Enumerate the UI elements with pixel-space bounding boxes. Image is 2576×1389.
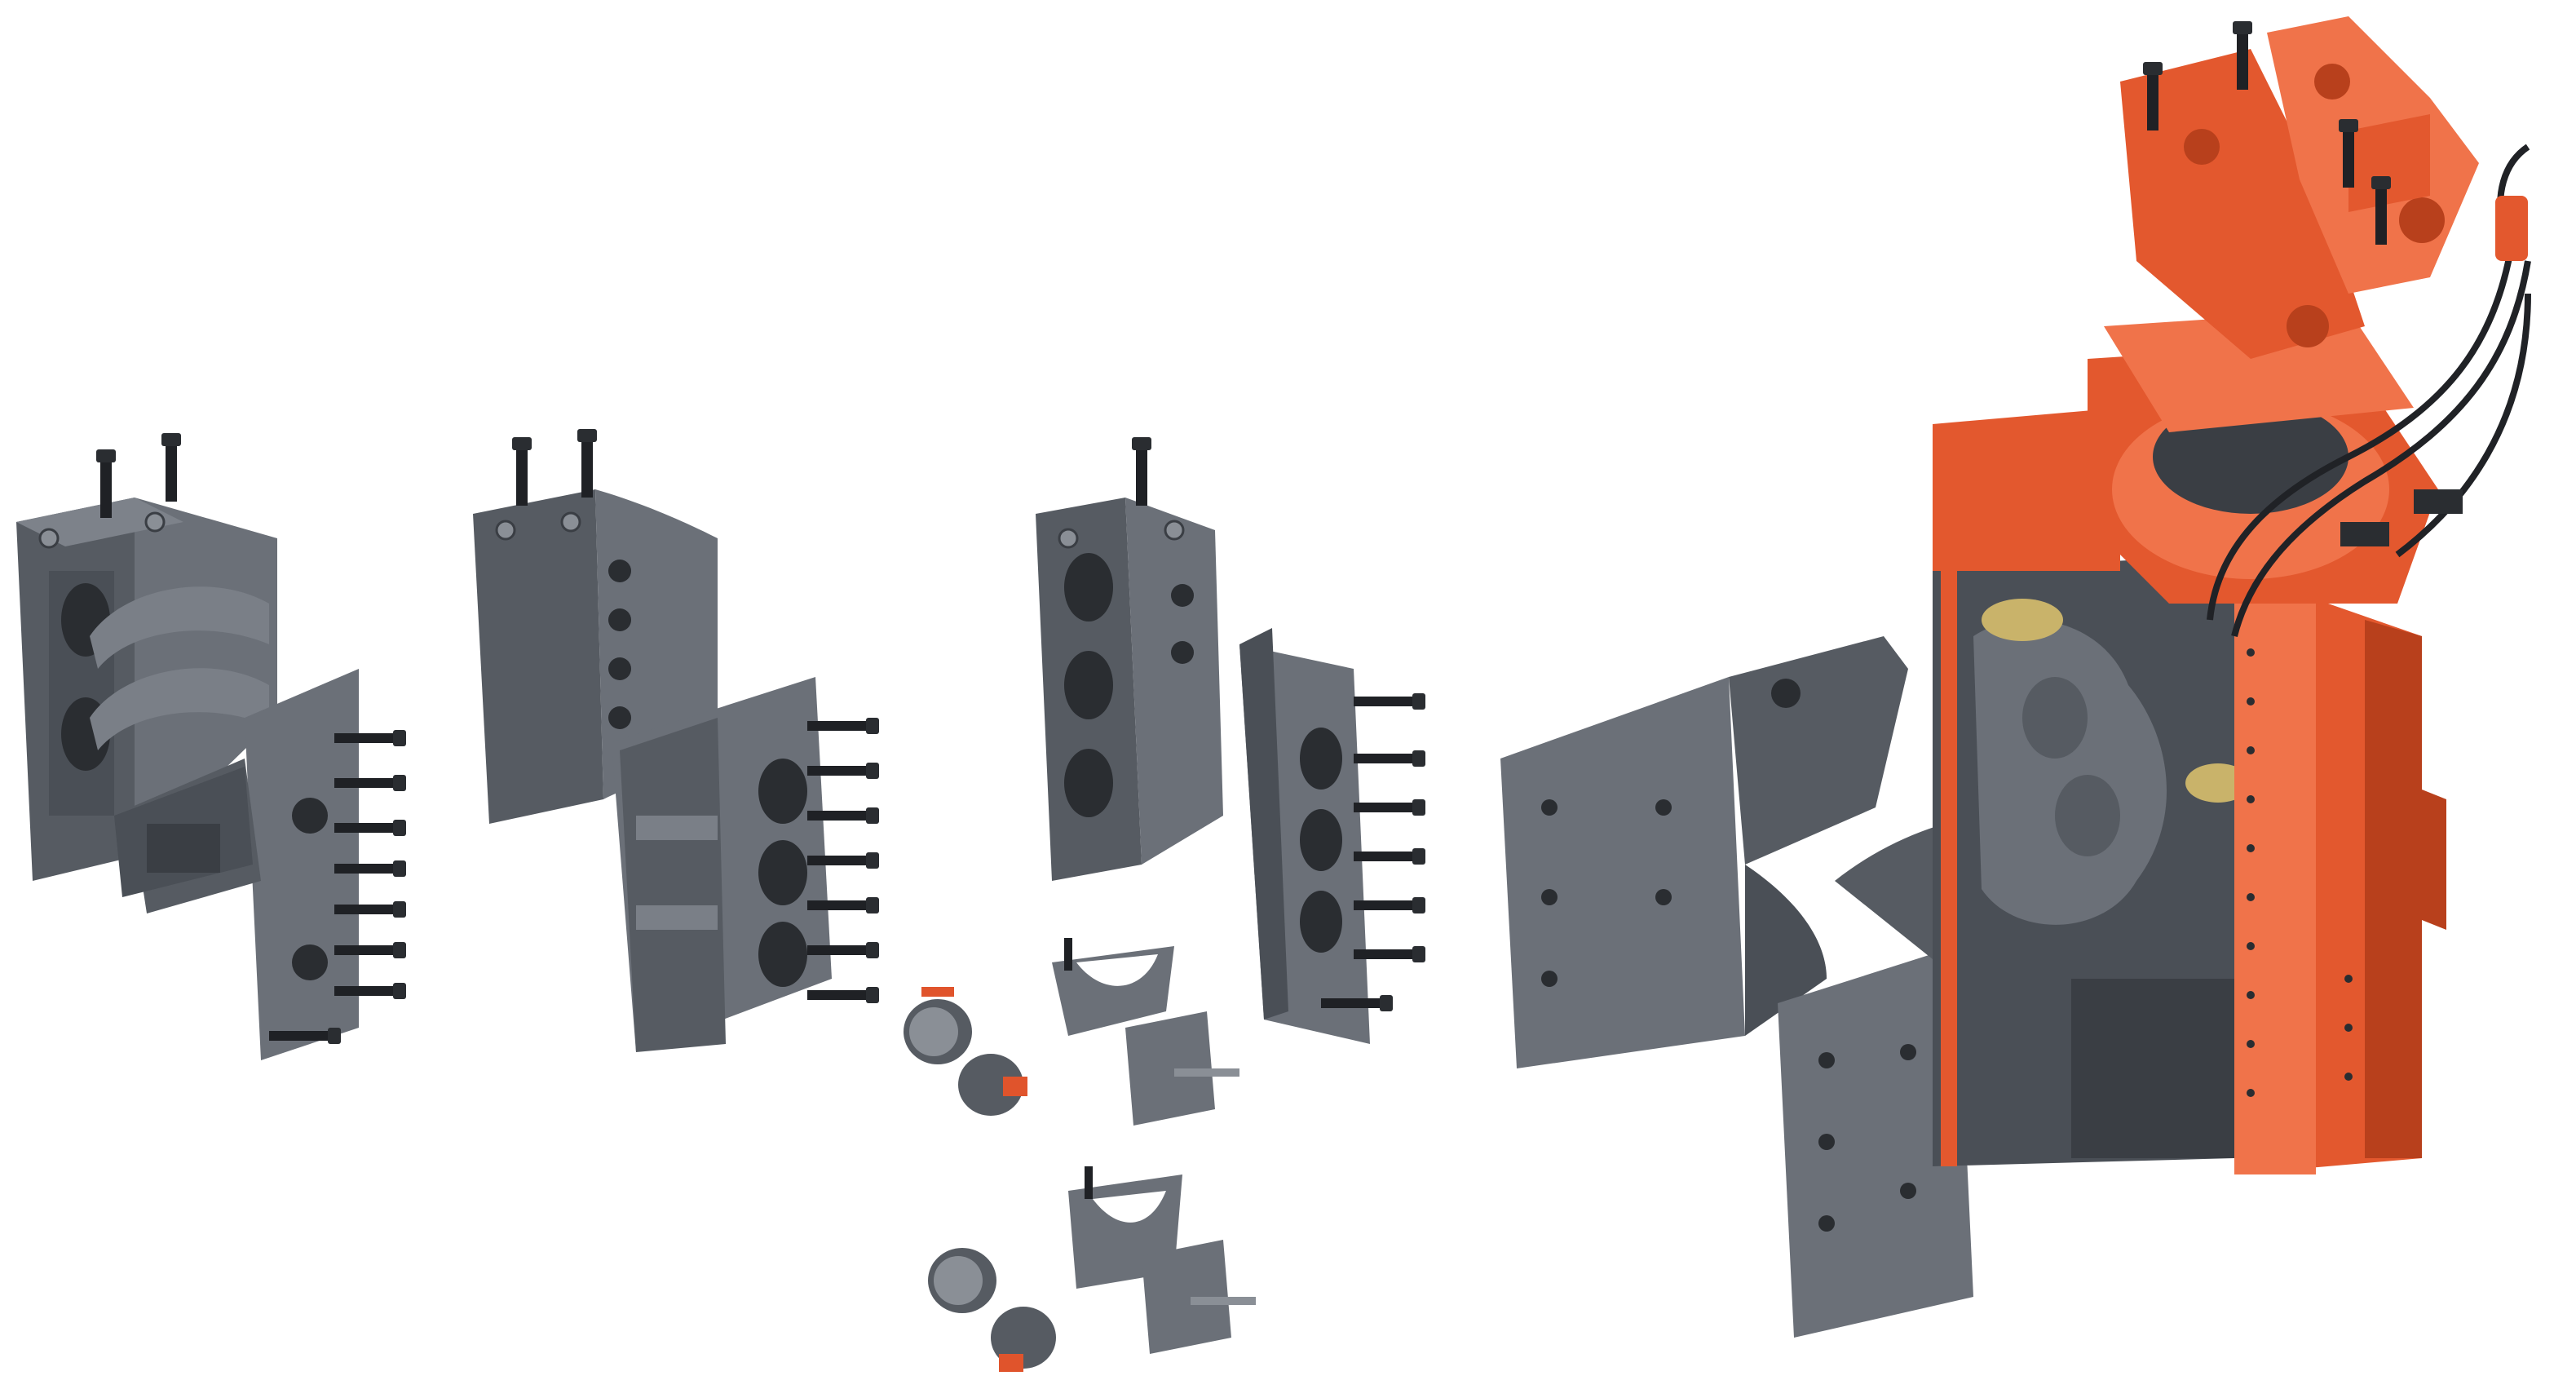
- clamp-1-rear-frame: [16, 433, 277, 881]
- jaw-holder-2: [1125, 1011, 1239, 1126]
- small-jaw-parts-upper: [904, 938, 1239, 1126]
- hose-fittings: [2340, 196, 2528, 546]
- orange-housing: [1933, 408, 2446, 1174]
- grip-pad-2: [958, 1054, 1027, 1116]
- clamp-1-front-plate: [114, 669, 406, 1060]
- small-jaw-parts-lower: [928, 1166, 1256, 1372]
- hydraulic-hoses: [2207, 144, 2531, 637]
- clamp-assembly-2: [473, 429, 879, 1052]
- jaw-holder-1: [1052, 938, 1174, 1036]
- jaw-holder-4: [1142, 1240, 1256, 1354]
- grip-pad-4: [991, 1307, 1056, 1372]
- clamp-assembly-3: [1036, 437, 1425, 1044]
- grip-pad-1: [904, 987, 972, 1064]
- clamp-3-front-frame: [1239, 628, 1425, 1044]
- clamp-assembly-1: [16, 433, 406, 1060]
- clamp-2-front-frame: [612, 677, 879, 1052]
- vibro-hammer-main-unit: [1500, 16, 2531, 1338]
- clamp-3-rear-frame: [1036, 437, 1223, 881]
- adapter-bracket: [2120, 16, 2479, 359]
- grip-pad-3: [928, 1248, 996, 1313]
- clamp-arm-left: [1500, 636, 1908, 1068]
- exciter-gearbox: [1933, 555, 2251, 1166]
